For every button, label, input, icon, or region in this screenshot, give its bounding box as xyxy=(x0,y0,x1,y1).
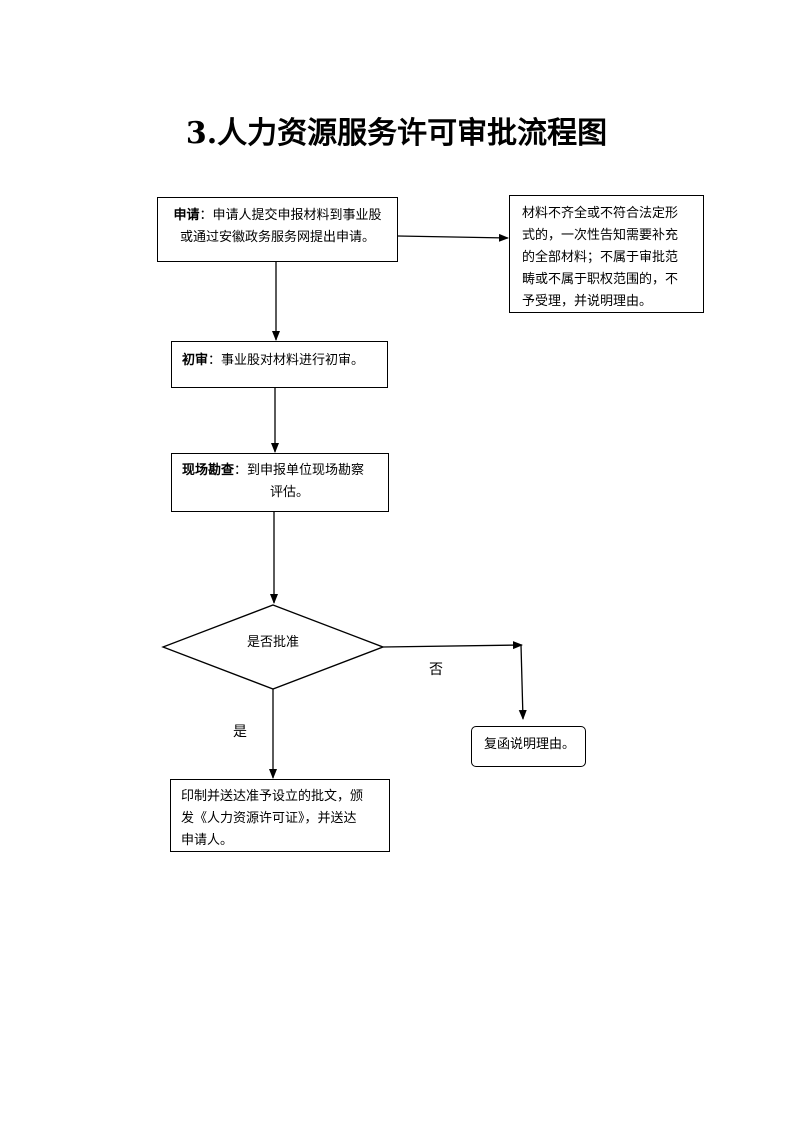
step-site-colon: ： xyxy=(234,463,248,478)
reject-line: 畴或不属于职权范围的，不 xyxy=(522,272,679,287)
step-reply-box: 复函说明理由。 xyxy=(471,726,586,767)
reject-line: 材料不齐全或不符合法定形 xyxy=(522,206,679,221)
arrow-decision-no-horizontal xyxy=(382,641,523,650)
step-initial-review-box: 初审：事业股对材料进行初审。 xyxy=(171,341,388,388)
step-initial-review-label: 初审 xyxy=(182,353,209,368)
reject-line: 予受理，并说明理由。 xyxy=(522,294,653,309)
arrow-apply-to-reject xyxy=(397,233,509,242)
step-apply-label: 申请 xyxy=(173,208,200,223)
step-site-label: 现场勘查 xyxy=(182,463,235,478)
step-apply-text1: 申请人提交申报材料到事业股 xyxy=(212,208,382,223)
yes-label: 是 xyxy=(233,724,247,740)
no-label: 否 xyxy=(429,662,443,678)
step-reject-box: 材料不齐全或不符合法定形 式的，一次性告知需要补充 的全部材料；不属于审批范 畴… xyxy=(509,195,704,313)
step-apply-colon: ： xyxy=(199,208,213,223)
step-initial-review-text: 事业股对材料进行初审。 xyxy=(221,353,365,368)
step-apply-box: 申请：申请人提交申报材料到事业股 或通过安徽政务服务网提出申请。 xyxy=(157,197,398,262)
issue-line: 印制并送达准予设立的批文，颁 xyxy=(181,789,364,804)
step-site-text2: 评估。 xyxy=(270,485,310,500)
step-initial-review-colon: ： xyxy=(208,353,222,368)
issue-line: 发《人力资源许可证》，并送达 xyxy=(181,811,357,826)
step-apply-text2: 或通过安徽政务服务网提出申请。 xyxy=(179,230,375,245)
reject-line: 的全部材料；不属于审批范 xyxy=(522,250,679,265)
page-title: 3.人力资源服务许可审批流程图 xyxy=(185,116,608,151)
step-site-text1: 到申报单位现场勘察 xyxy=(247,463,365,478)
step-reply-text: 复函说明理由。 xyxy=(484,737,576,752)
step-apply-line1: 申请：申请人提交申报材料到事业股 xyxy=(158,205,397,227)
step-site-line1: 现场勘查：到申报单位现场勘察 xyxy=(182,460,388,482)
reject-line: 式的，一次性告知需要补充 xyxy=(522,228,679,243)
step-site-inspection-box: 现场勘查：到申报单位现场勘察 评估。 xyxy=(171,453,389,512)
decision-text: 是否批准 xyxy=(247,635,300,650)
arrow-no-down-to-reply xyxy=(518,644,527,720)
step-issue-box: 印制并送达准予设立的批文，颁 发《人力资源许可证》，并送达 申请人。 xyxy=(170,779,390,852)
issue-line: 申请人。 xyxy=(181,833,234,848)
